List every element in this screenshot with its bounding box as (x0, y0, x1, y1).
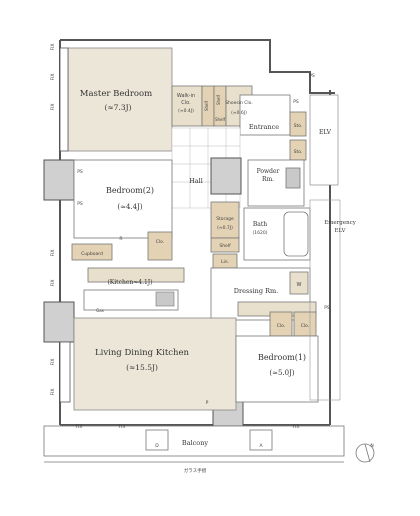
bedroom2-name: Bedroom(2) (106, 186, 154, 195)
kitchen-island (83, 289, 179, 311)
bathtub (283, 211, 309, 257)
fix-label-6: FIX (50, 359, 56, 366)
ps-label-3: PS (77, 169, 83, 175)
ps-label-4: PS (77, 201, 83, 207)
washer (289, 271, 309, 295)
sto-upper (289, 111, 307, 137)
ldk-size: (≈15.5J) (126, 363, 158, 372)
master-bedroom-window (59, 47, 69, 152)
washer-label: W (297, 282, 302, 288)
walkin-closet-name2: Clo. (181, 100, 191, 106)
hall-name: Hall (189, 177, 203, 185)
powder-room-name1: Powder (257, 168, 280, 175)
linen-label: Lin. (221, 259, 229, 265)
bedroom1-size: (≈5.0J) (269, 369, 295, 377)
column-hall (210, 157, 242, 195)
gas-label: Gas (96, 308, 104, 313)
ldk-window (59, 341, 71, 403)
powder-fixture (285, 167, 301, 189)
ps-label-5: PS (324, 305, 330, 311)
balcony-unit-d (145, 429, 169, 451)
entrance-name: Entrance (249, 123, 279, 131)
fix-label-2: FIX (50, 74, 56, 81)
ldk-floor (73, 317, 237, 411)
bedroom1-floor (235, 335, 319, 403)
fix-label-8: FIX (76, 424, 83, 430)
storage (210, 201, 240, 239)
emergency-elv-name1: Emergency (324, 220, 357, 226)
north-label: N (370, 443, 373, 449)
kitchen-name: (Kitchen≈4.1J) (107, 279, 152, 286)
storage-shelf-label: Shelf (219, 243, 231, 249)
balcony-d-label: D (155, 443, 159, 449)
fix-label-5: FIX (50, 280, 56, 287)
fix-label-1: FIX (50, 44, 56, 51)
ldk-name: Living Dining Kitchen (95, 348, 190, 358)
shoesin-closet-name: Shoesin Clo. (225, 100, 253, 106)
kitchen-sink (155, 291, 175, 307)
balcony-a-label: A (259, 443, 263, 449)
ps-label-1: PS (309, 73, 315, 79)
shelf-label-2: Shelf (216, 94, 221, 105)
emergency-elv-shaft (309, 199, 341, 401)
bath-size: (1620) (253, 230, 268, 236)
shelf-label-3: Shelf (215, 117, 226, 122)
ps-label-2: PS (293, 99, 299, 105)
shoesin-closet-size: (≈0.6J) (231, 110, 247, 116)
balcony-name: Balcony (182, 439, 208, 447)
r-label: R (119, 236, 122, 242)
dressing-room-name: Dressing Rm. (234, 287, 278, 295)
fix-label-3: FIX (50, 104, 56, 111)
walkin-closet-size: (≈0.4J) (178, 108, 194, 114)
bath-name: Bath (253, 221, 267, 228)
fix-label-9: FIX (119, 424, 126, 430)
bedroom2-floor (73, 159, 173, 239)
emergency-elv-name2: ELV (335, 228, 347, 234)
fix-label-4: FIX (50, 250, 56, 257)
powder-room-name2: Rm. (262, 176, 274, 183)
balcony (43, 425, 345, 457)
master-bedroom-floor (67, 47, 173, 152)
cupboard-label: Cupboard (81, 251, 103, 257)
fix-label-10: FIX (293, 424, 300, 430)
walkin-closet-name1: Walk-in (177, 93, 195, 99)
elv-hall (309, 94, 339, 186)
bedroom1-clo-label-1: Clo. (277, 323, 286, 329)
storage-shelf (210, 237, 240, 253)
balcony-unit-a (249, 429, 273, 451)
column-left-lower (43, 301, 75, 343)
master-bedroom-size: (≈7.3J) (104, 103, 131, 112)
bedroom1-name: Bedroom(1) (258, 353, 306, 362)
p-label: P (206, 400, 209, 406)
sto-label-1: Sto. (294, 123, 303, 129)
cupboard (71, 243, 113, 261)
storage-size: (≈0.7J) (217, 225, 233, 231)
master-bedroom-name: Master Bedroom (80, 89, 152, 99)
sto-label-2: Sto. (294, 149, 303, 155)
bedroom2-clo-label: Clo. (156, 239, 165, 245)
glass-railing-label: ガラス手摺 (184, 467, 207, 474)
column-left-upper (43, 159, 75, 201)
elv-label: ELV (319, 129, 332, 136)
walkin-closet (171, 85, 203, 127)
entrance-floor (239, 94, 291, 136)
fix-label-7: FIX (50, 389, 56, 396)
kitchen-counter-back (87, 267, 185, 283)
north-marker (355, 443, 375, 463)
bedroom2-size: (≈4.4J) (117, 203, 143, 211)
shelf-label-1: Shelf (204, 100, 209, 111)
storage-name: Storage (216, 216, 234, 222)
bedroom1-clo-label-2: Clo. (301, 323, 310, 329)
bedroom2-closet (147, 231, 173, 261)
